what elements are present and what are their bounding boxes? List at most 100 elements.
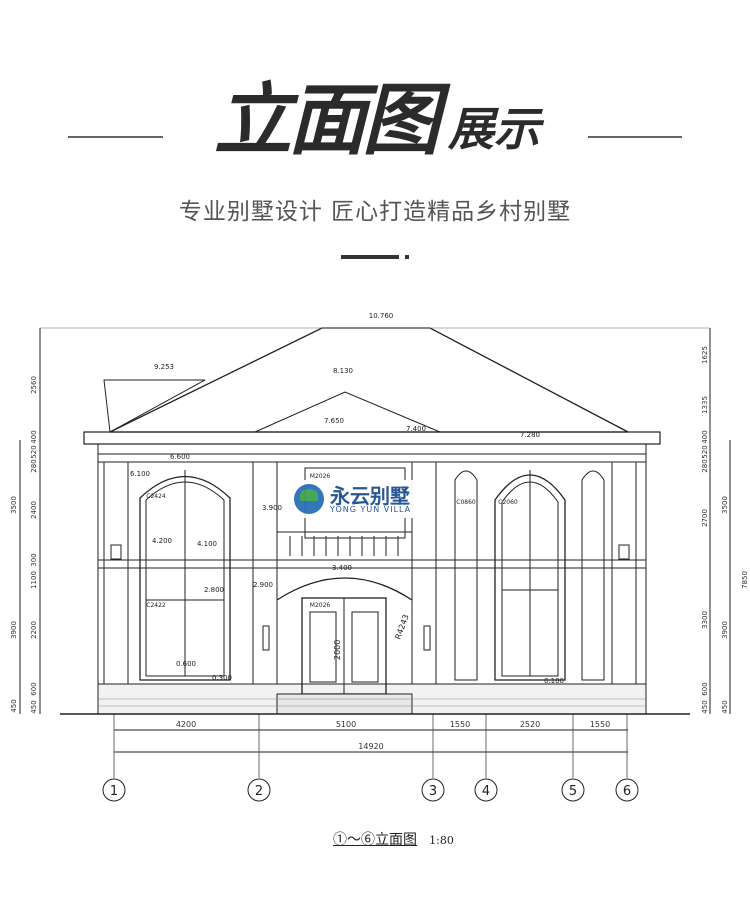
accent-bar (341, 255, 399, 259)
arched-window-inner (145, 481, 225, 677)
entrance-arch (276, 577, 413, 601)
dim-right-outer: 3500 (721, 496, 729, 514)
dim-left-inner: 600 (30, 682, 38, 695)
page-title-suffix: 展示 (448, 102, 540, 156)
door-mark: R4243 (393, 613, 410, 640)
logo-name-en: YONG YUN VILLA (330, 505, 412, 514)
dim-left-outer: 2560 (30, 376, 38, 394)
logo-emblem-icon (294, 484, 324, 514)
elevation-label: 0.600 (176, 660, 196, 668)
header-rule-left (68, 136, 163, 138)
accent-dot (405, 255, 409, 259)
entry-steps (276, 693, 413, 715)
dim-left-outer: 3500 (10, 496, 18, 514)
column (252, 461, 278, 685)
axis-bubble (247, 778, 271, 802)
elevation-label: 3.900 (262, 504, 282, 512)
front-gable (254, 391, 441, 433)
elevation-label: 6.100 (130, 470, 150, 478)
window-tag: C2060 (498, 499, 518, 506)
dim-left-inner: 2200 (30, 621, 38, 639)
dim-left-inner: 2400 (30, 501, 38, 519)
dim-left-outer: 400 (30, 430, 38, 443)
logo-name-cn: 永云别墅 (330, 484, 410, 508)
caption-title: ①～⑥立面图 (333, 832, 417, 848)
dim-bottom: 2520 (520, 720, 540, 729)
left-roof-wing (103, 379, 206, 433)
dim-left-outer: 280 (30, 459, 38, 472)
dim-bottom: 4200 (176, 720, 196, 729)
elevation-label: 3.400 (332, 564, 352, 572)
axis-bubble (102, 778, 126, 802)
elevation-label: 8.130 (333, 367, 353, 375)
header-rule-right (588, 136, 682, 138)
balusters (289, 536, 399, 556)
axis-bubble (615, 778, 639, 802)
elevation-label: 7.650 (324, 417, 344, 425)
axis-bubble (421, 778, 445, 802)
dim-right-inner: 3300 (701, 611, 709, 629)
arched-window (139, 476, 231, 681)
dim-left-inner: 450 (30, 700, 38, 713)
wall-lamp (110, 544, 122, 560)
dim-left-outer: 450 (10, 699, 18, 712)
axis-label: 3 (429, 784, 437, 799)
dim-right-inner: 600 (701, 682, 709, 695)
window-tag: C2424 (146, 493, 166, 500)
caption-scale: 1:80 (429, 834, 454, 847)
window-tag: M2026 (310, 602, 331, 609)
column (103, 461, 129, 685)
column (611, 461, 637, 685)
elevation-label: 9.253 (154, 363, 174, 371)
elevation-label: 4.200 (152, 537, 172, 545)
dim-total: 14920 (358, 742, 383, 751)
elevation-drawing: 1 2 3 4 5 6 4200 5100 1550 2520 1550 149… (10, 312, 749, 802)
dim-left-inner: 1100 (30, 571, 38, 589)
elevation-label: 10.760 (369, 312, 394, 320)
page-title: 立面图 (213, 76, 440, 166)
dim-left-outer: 3900 (10, 621, 18, 639)
axis-label: 2 (255, 784, 263, 799)
elevation-label: 4.100 (197, 540, 217, 548)
tall-window-c2060 (494, 474, 566, 681)
elevation-label: 7.280 (520, 431, 540, 439)
axis-bubble (474, 778, 498, 802)
dim-right-total: 7850 (741, 571, 749, 589)
eave-band (83, 431, 661, 445)
elevation-label: 7.400 (406, 425, 426, 433)
axis-label: 4 (482, 784, 490, 799)
dim-right-outer: 450 (721, 700, 729, 713)
elevation-label: 2.900 (253, 581, 273, 589)
axis-label: 1 (110, 784, 118, 799)
brand-logo: 永云别墅 YONG YUN VILLA (290, 480, 432, 518)
axis-bubble (561, 778, 585, 802)
dim-right-inner: 1335 (701, 396, 709, 414)
dim-right-outer: 3900 (721, 621, 729, 639)
wall-lamp (618, 544, 630, 560)
door-mark: 2000 (333, 640, 342, 660)
dim-right-inner: 2700 (701, 509, 709, 527)
drawing-caption: ①～⑥立面图 1:80 (333, 829, 454, 849)
window-tag: C2422 (146, 602, 166, 609)
elevation-label: 6.600 (170, 453, 190, 461)
axis-label: 6 (623, 784, 631, 799)
dim-bottom: 5100 (336, 720, 356, 729)
window-tag: C0860 (456, 499, 476, 506)
dim-right-inner: 280 (701, 459, 709, 472)
dim-right-inner: 450 (701, 700, 709, 713)
elevation-label: 2.800 (204, 586, 224, 594)
dim-left-outer: 520 (30, 445, 38, 458)
elevation-label: 0.300 (212, 674, 232, 682)
dim-bottom: 1550 (590, 720, 610, 729)
plinth-hatch (98, 698, 646, 707)
window-tag: M2026 (310, 473, 331, 480)
tall-window-c0860 (454, 470, 478, 681)
dim-right-inner: 1625 (701, 346, 709, 364)
floor-band (97, 559, 647, 569)
page-subtitle: 专业别墅设计 匠心打造精品乡村别墅 (178, 199, 572, 225)
tall-window-c0860 (581, 470, 605, 681)
column (411, 461, 437, 685)
balcony-rail (276, 531, 413, 561)
dim-right-inner: 400 (701, 430, 709, 443)
dim-left-inner: 300 (30, 553, 38, 566)
